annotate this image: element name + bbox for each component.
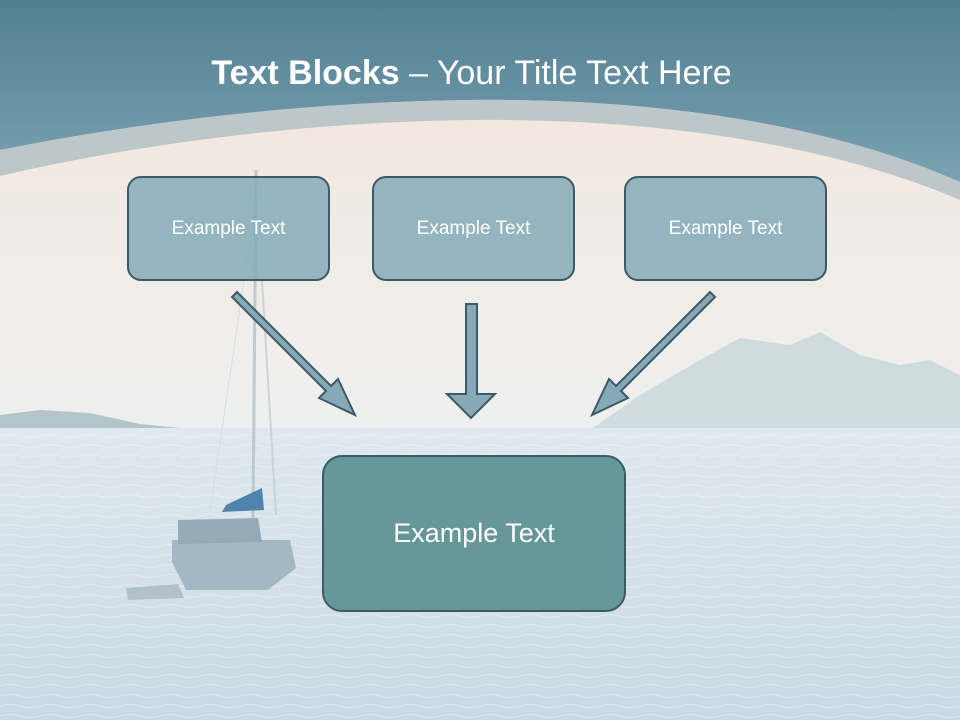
arrow-down (444, 303, 498, 420)
text-block-1-label: Example Text (171, 217, 286, 239)
text-block-3[interactable]: Example Text (624, 176, 827, 281)
text-block-2-label: Example Text (416, 217, 531, 239)
island-left (0, 410, 195, 432)
text-block-2[interactable]: Example Text (372, 176, 575, 281)
target-text-block[interactable]: Example Text (322, 455, 626, 612)
text-block-3-label: Example Text (668, 217, 783, 239)
arrow-left-diagonal (230, 290, 358, 418)
slide-title: Text Blocks – Your Title Text Here (0, 54, 943, 93)
text-block-1[interactable]: Example Text (127, 176, 330, 281)
title-regular: Your Title Text Here (436, 54, 732, 92)
mountains (590, 332, 960, 430)
title-separator: – (399, 54, 437, 92)
header-swoosh (0, 99, 960, 200)
header-band (0, 0, 960, 182)
target-text-block-label: Example Text (393, 518, 555, 548)
title-bold: Text Blocks (211, 54, 400, 92)
arrow-right-diagonal (589, 290, 717, 418)
